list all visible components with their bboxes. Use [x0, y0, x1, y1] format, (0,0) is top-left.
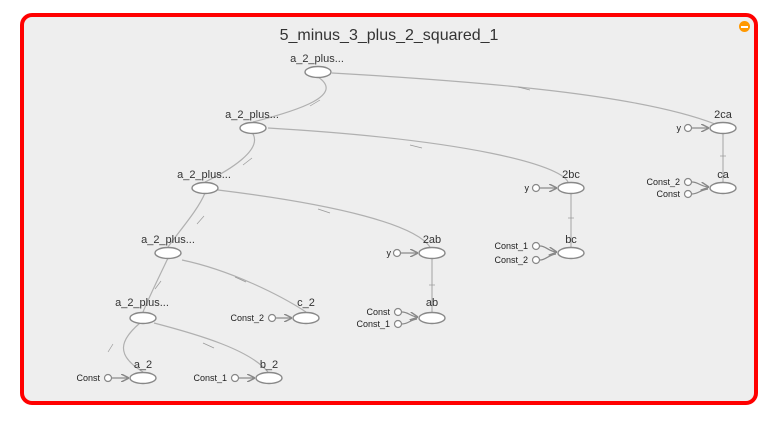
node-a2-label: a_2: [134, 359, 152, 371]
input-nodes: Const Const_1 Const_2 Const Const_1: [76, 123, 708, 383]
edge-n5-n4: [142, 257, 169, 313]
node-n3[interactable]: a_2_plus...: [177, 169, 231, 195]
node-ab-label: ab: [426, 297, 438, 309]
input-bc2-y[interactable]: y: [525, 183, 557, 193]
node-b2-label: b_2: [260, 359, 278, 371]
input-ab2-y-label: y: [387, 248, 392, 258]
node-n1[interactable]: a_2_plus...: [290, 53, 344, 79]
op-nodes: a_2_plus... a_2_plus... a_2_plus... a_2_…: [115, 53, 737, 385]
input-ca2-y-label: y: [677, 123, 682, 133]
node-n4[interactable]: a_2_plus...: [141, 234, 195, 260]
node-n5[interactable]: a_2_plus...: [115, 297, 169, 325]
node-c2[interactable]: c_2: [292, 297, 320, 325]
input-c2-const2-label: Const_2: [230, 313, 264, 323]
input-ab-const1[interactable]: Const_1: [356, 318, 418, 329]
input-ca2-y[interactable]: y: [677, 123, 709, 133]
node-ca2-label: 2ca: [714, 109, 733, 121]
node-n1-label: a_2_plus...: [290, 53, 344, 65]
node-b2[interactable]: b_2: [255, 359, 283, 385]
node-bc[interactable]: bc: [557, 234, 585, 260]
collapse-icon[interactable]: [739, 21, 750, 32]
edge-n4-n3: [167, 192, 206, 248]
input-ca-const[interactable]: Const: [656, 188, 709, 199]
node-n3-label: a_2_plus...: [177, 169, 231, 181]
input-bc2-y-label: y: [525, 183, 530, 193]
edges: [107, 72, 726, 373]
input-ca-const2-label: Const_2: [646, 177, 680, 187]
edge-ticks: [107, 86, 726, 353]
input-a2-const-label: Const: [76, 373, 100, 383]
node-c2-label: c_2: [297, 297, 315, 309]
node-bc2-label: 2bc: [562, 169, 580, 181]
node-bc-label: bc: [565, 234, 577, 246]
node-ca[interactable]: ca: [709, 169, 737, 195]
input-ab-const-label: Const: [366, 307, 390, 317]
input-ab-const[interactable]: Const: [366, 307, 417, 317]
node-ca2[interactable]: 2ca: [709, 109, 737, 135]
edge-bc2-n2: [267, 127, 569, 183]
input-bc-const2[interactable]: Const_2: [494, 253, 557, 265]
graph-title: 5_minus_3_plus_2_squared_1: [279, 27, 499, 44]
node-ab[interactable]: ab: [418, 297, 446, 325]
node-a2[interactable]: a_2: [129, 359, 157, 385]
input-b2-const1-label: Const_1: [193, 373, 227, 383]
node-n4-label: a_2_plus...: [141, 234, 195, 246]
edge-c2-n4: [181, 259, 307, 313]
node-ca-label: ca: [717, 169, 730, 181]
edge-ca2-n1: [331, 72, 716, 125]
input-bc-const1-label: Const_1: [494, 241, 528, 251]
input-bc-const2-label: Const_2: [494, 255, 528, 265]
edge-n3-n2: [204, 133, 256, 183]
input-ca-const2[interactable]: Const_2: [646, 177, 708, 187]
node-n5-label: a_2_plus...: [115, 297, 169, 309]
node-bc2[interactable]: 2bc: [557, 169, 585, 195]
input-b2-const1[interactable]: Const_1: [193, 373, 254, 383]
edge-b2-n5: [153, 322, 269, 373]
node-n2-label: a_2_plus...: [225, 109, 279, 121]
edge-ab2-n3: [217, 189, 431, 248]
node-n2[interactable]: a_2_plus...: [225, 109, 279, 135]
input-bc-const1[interactable]: Const_1: [494, 241, 556, 252]
input-ca-const-label: Const: [656, 189, 680, 199]
edge-a2-n5: [123, 322, 144, 373]
graph-container: 5_minus_3_plus_2_squared_1: [20, 13, 758, 405]
input-c2-const2[interactable]: Const_2: [230, 313, 291, 323]
input-ab-const1-label: Const_1: [356, 319, 390, 329]
edge-n2-n1: [252, 76, 327, 123]
input-ab2-y[interactable]: y: [387, 248, 418, 258]
input-a2-const[interactable]: Const: [76, 373, 128, 383]
node-ab2[interactable]: 2ab: [418, 234, 446, 260]
node-ab2-label: 2ab: [423, 234, 441, 246]
